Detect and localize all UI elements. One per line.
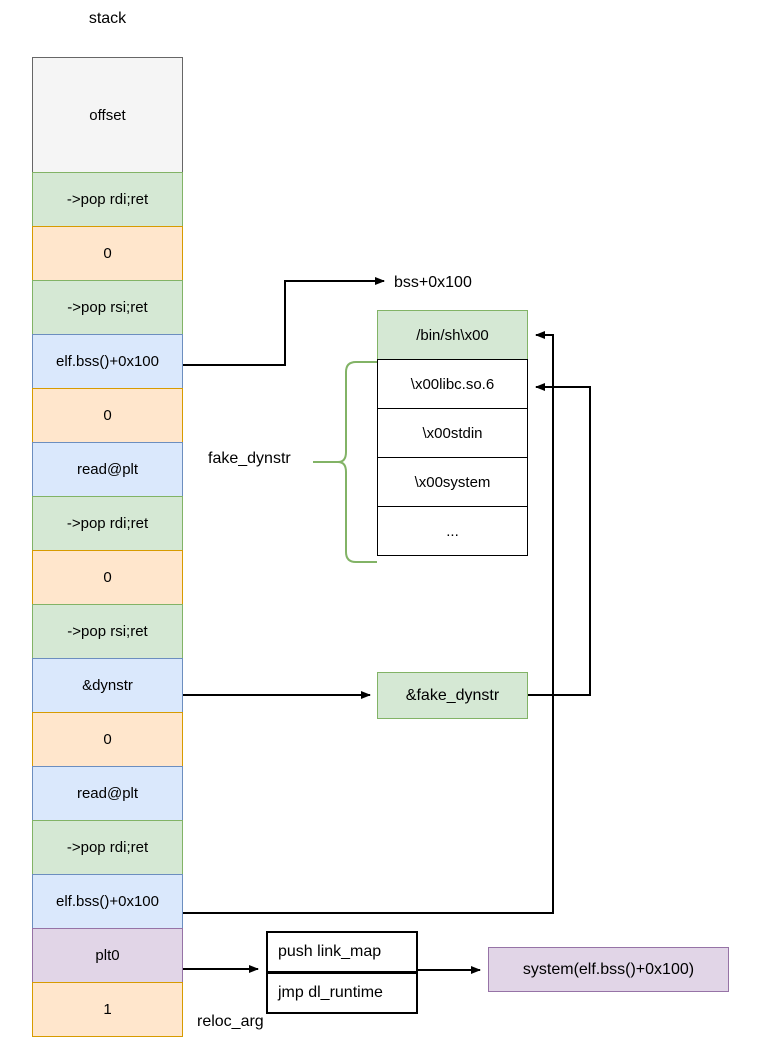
memory-row: \x00system — [377, 457, 528, 507]
resolver-line-jmp-text: jmp dl_runtime — [278, 984, 383, 1001]
resolver-line-push: push link_map — [266, 931, 418, 973]
fake-dynstr-memory-block: /bin/sh\x00 \x00libc.so.6 \x00stdin \x00sys… — [377, 310, 528, 556]
resolver-line-push-text: push link_map — [278, 943, 382, 960]
stack-cell-label: ->pop rdi;ret — [66, 191, 149, 208]
memory-row: \x00libc.so.6 — [377, 359, 528, 409]
fake-dynstr-pointer-box: &fake_dynstr — [377, 672, 528, 719]
stack-cell-label: 0 — [103, 407, 112, 424]
reloc-arg-label: reloc_arg — [197, 1013, 264, 1030]
result-box: system(elf.bss()+0x100) — [488, 947, 729, 992]
fake-dynstr-label: fake_dynstr — [208, 450, 291, 467]
stack-cell: 1 — [32, 982, 183, 1037]
fake-dynstr-brace — [337, 361, 377, 563]
stack-cell: 0 — [32, 550, 183, 605]
memory-row: \x00stdin — [377, 408, 528, 458]
stack-cell: read@plt — [32, 766, 183, 821]
stack-cell: ->pop rdi;ret — [32, 172, 183, 227]
connector-fakedynstr-to-libc — [528, 383, 591, 696]
stack-cell: 0 — [32, 388, 183, 443]
stack-cell-label: read@plt — [76, 461, 139, 478]
bss-target-label: bss+0x100 — [394, 274, 472, 291]
memory-row-label: \x00system — [414, 473, 491, 491]
connector-bss-to-label — [183, 277, 385, 366]
fake-dynstr-pointer-text: &fake_dynstr — [405, 686, 500, 704]
stack-cell: elf.bss()+0x100 — [32, 874, 183, 929]
memory-row: ... — [377, 506, 528, 556]
result-box-text: system(elf.bss()+0x100) — [522, 960, 695, 978]
stack-cell-label: elf.bss()+0x100 — [56, 893, 159, 910]
memory-row-label: /bin/sh\x00 — [416, 326, 489, 344]
stack-cell-label: &dynstr — [82, 677, 133, 694]
stack-cell: read@plt — [32, 442, 183, 497]
stack-cell-label: 0 — [103, 569, 112, 586]
resolver-line-jmp: jmp dl_runtime — [266, 972, 418, 1014]
stack-title: stack — [88, 10, 127, 27]
stack-cell-label: elf.bss()+0x100 — [56, 353, 159, 370]
stack-column: offset ->pop rdi;ret 0 ->pop rsi;ret elf.bss… — [32, 57, 183, 1037]
stack-cell-label: ->pop rdi;ret — [66, 839, 149, 856]
stack-cell-label: ->pop rsi;ret — [67, 623, 148, 640]
stack-cell: ->pop rsi;ret — [32, 280, 183, 335]
memory-row-label: ... — [446, 522, 459, 540]
stack-cell-label: plt0 — [95, 947, 120, 964]
stack-cell-label: 0 — [103, 731, 112, 748]
memory-row-label: \x00libc.so.6 — [410, 375, 495, 393]
stack-cell: 0 — [32, 226, 183, 281]
stack-cell-label: ->pop rdi;ret — [66, 515, 149, 532]
stack-cell: ->pop rsi;ret — [32, 604, 183, 659]
stack-cell: &dynstr — [32, 658, 183, 713]
memory-row: /bin/sh\x00 — [377, 310, 528, 360]
stack-cell-label: offset — [89, 106, 126, 124]
stack-cell-label: ->pop rsi;ret — [67, 299, 148, 316]
stack-cell: elf.bss()+0x100 — [32, 334, 183, 389]
dl-resolver-box: push link_map jmp dl_runtime — [266, 931, 418, 1014]
stack-cell: ->pop rdi;ret — [32, 496, 183, 551]
stack-cell: plt0 — [32, 928, 183, 983]
stack-cell: ->pop rdi;ret — [32, 820, 183, 875]
stack-cell-label: 1 — [103, 1001, 112, 1018]
stack-cell-label: read@plt — [76, 785, 139, 802]
memory-row-label: \x00stdin — [422, 424, 483, 442]
stack-cell: 0 — [32, 712, 183, 767]
stack-cell-label: 0 — [103, 245, 112, 262]
stack-cell: offset — [32, 57, 183, 173]
